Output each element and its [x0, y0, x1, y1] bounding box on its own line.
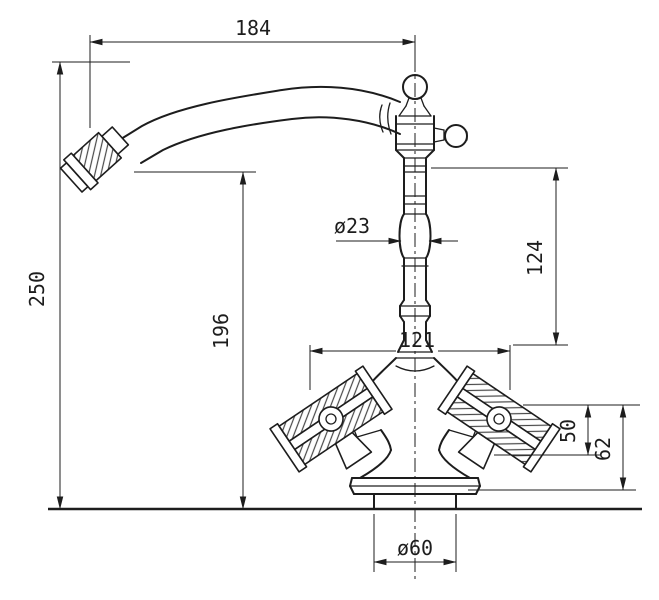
- dim-label-62: 62: [591, 437, 615, 461]
- faucet-outline: [59, 74, 561, 510]
- dim-label-196: 196: [209, 313, 233, 349]
- dim-label-121: 121: [399, 328, 435, 352]
- base: [349, 477, 481, 510]
- handle-right: [437, 365, 561, 473]
- spout: [120, 85, 401, 164]
- dim-label-250: 250: [25, 271, 49, 307]
- dim-overall-height-250: 250: [25, 61, 130, 510]
- dim-base-diameter-60: ø60: [373, 514, 457, 572]
- side-knob: [433, 124, 468, 148]
- handle-left: [269, 365, 393, 473]
- dim-label-50: 50: [556, 419, 580, 443]
- dim-base-height-62: 62: [468, 404, 636, 491]
- column: [395, 115, 435, 359]
- dim-handle-span-121: 121: [309, 328, 511, 390]
- dim-spout-reach-184: 184: [89, 16, 416, 128]
- spout-head: [59, 126, 130, 193]
- dim-label-23: ø23: [334, 214, 370, 238]
- dim-label-124: 124: [523, 240, 547, 276]
- dim-upper-height-124: 124: [431, 167, 568, 346]
- dim-label-184: 184: [235, 16, 271, 40]
- dim-label-60: ø60: [397, 536, 433, 560]
- dim-column-diameter-23: ø23: [334, 214, 458, 245]
- dim-outlet-height-196: 196: [134, 171, 256, 510]
- top-finial-ball: [398, 74, 432, 117]
